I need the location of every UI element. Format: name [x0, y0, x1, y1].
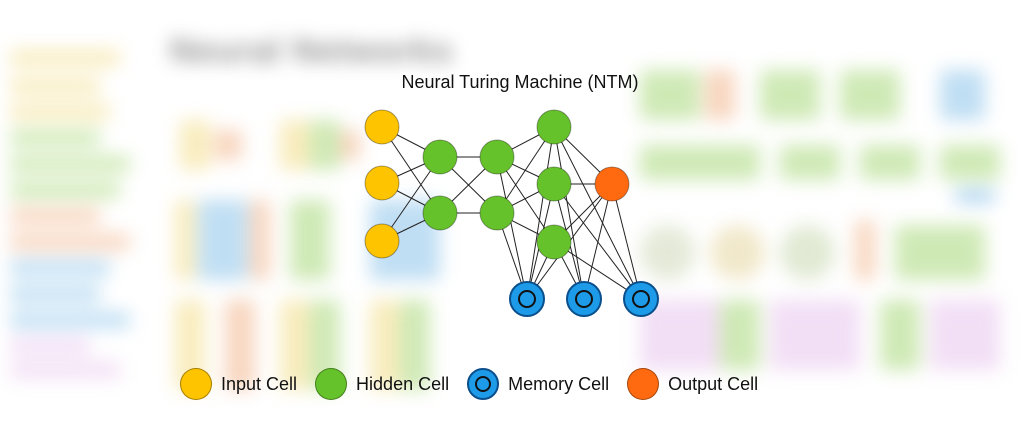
legend-item-hidden: Hidden Cell: [315, 368, 449, 400]
edge-c1-m3: [553, 126, 642, 300]
legend: Input Cell Hidden Cell Memory Cell Outpu…: [180, 364, 776, 404]
edge-c1-m1: [526, 126, 555, 300]
network-nodes: [364, 109, 659, 317]
input-cell-node: [364, 223, 400, 259]
input-cell-node: [364, 109, 400, 145]
memory-cell-node: [509, 281, 545, 317]
legend-label: Hidden Cell: [356, 373, 450, 394]
hidden-cell-node: [479, 195, 515, 231]
hidden-cell-node: [479, 139, 515, 175]
edge-i3-a1: [381, 156, 441, 242]
legend-item-output: Output Cell: [627, 368, 758, 400]
background-title: Neural Networks: [170, 32, 454, 70]
edge-b1-c3: [496, 156, 555, 243]
input-cell-swatch-icon: [180, 368, 212, 400]
memory-cell-node: [623, 281, 659, 317]
legend-label: Output Cell: [668, 373, 759, 394]
legend-item-memory: Memory Cell: [467, 368, 609, 400]
memory-cell-node: [566, 281, 602, 317]
hidden-cell-node: [422, 195, 458, 231]
edge-o1-m2: [583, 183, 613, 300]
hidden-cell-swatch-icon: [315, 368, 348, 400]
legend-label: Memory Cell: [508, 373, 610, 394]
output-cell-node: [594, 166, 630, 202]
hidden-cell-node: [422, 139, 458, 175]
legend-label: Input Cell: [221, 373, 298, 394]
edge-b2-c1: [496, 126, 555, 214]
memory-cell-swatch-icon: [467, 368, 500, 400]
edge-c1-m2: [553, 126, 585, 300]
output-cell-swatch-icon: [627, 368, 660, 400]
legend-item-input: Input Cell: [180, 368, 297, 400]
edge-o1-m3: [611, 183, 642, 300]
input-cell-node: [364, 165, 400, 201]
edge-b1-m1: [496, 156, 528, 300]
hidden-cell-node: [536, 224, 572, 260]
diagram-title: Neural Turing Machine (NTM): [401, 72, 639, 92]
hidden-cell-node: [536, 109, 572, 145]
hidden-cell-node: [536, 166, 572, 202]
